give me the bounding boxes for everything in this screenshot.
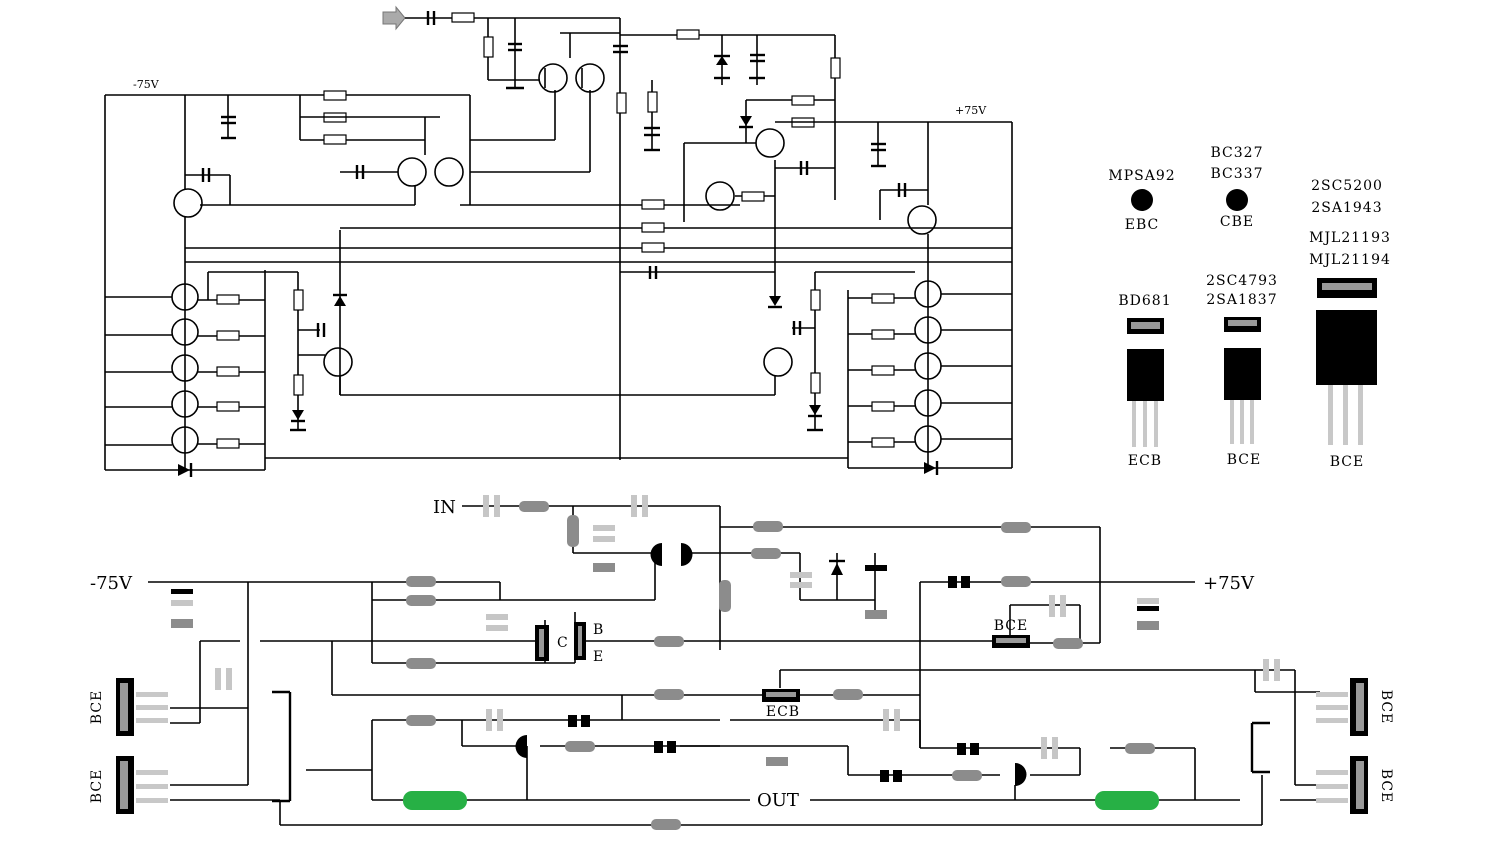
output-transistor-left-1 — [116, 678, 168, 736]
bd681-pins: ECB — [1128, 453, 1162, 469]
sc4793-name-2: 2SA1837 — [1206, 292, 1277, 308]
driver-c-label: C — [557, 635, 569, 651]
big-name-4: MJL21194 — [1309, 252, 1391, 268]
input-transistor-left-icon — [650, 543, 662, 566]
neg-rail-label: -75V — [133, 78, 160, 91]
driver-e-label: E — [593, 649, 604, 665]
bc-name-1: BC327 — [1211, 145, 1264, 161]
vas-transistor-icon — [762, 689, 800, 702]
big-name-3: MJL21193 — [1309, 230, 1391, 246]
driver-b-label: B — [593, 622, 604, 638]
vas-transistor-right-icon — [1015, 763, 1027, 786]
big-name-2: 2SA1943 — [1311, 200, 1382, 216]
vas-pins-label: ECB — [766, 704, 800, 720]
sc4793-pins: BCE — [1227, 452, 1261, 468]
output-transistor-right-1 — [1316, 678, 1368, 736]
to92-body-icon — [1226, 189, 1248, 211]
neg-supply-label: -75V — [90, 573, 133, 594]
sc4793-name-1: 2SC4793 — [1206, 273, 1278, 289]
driver2-pins-label: BCE — [994, 618, 1028, 634]
vas-transistor-left-icon — [515, 735, 527, 758]
big-name-1: 2SC5200 — [1311, 178, 1383, 194]
output-pins-left-1: BCE — [89, 690, 105, 724]
bd681-name: BD681 — [1118, 293, 1171, 309]
input-label: IN — [433, 497, 456, 518]
pinout-legend: MPSA92 EBC BC327 BC337 CBE 2SC5200 2SA19… — [1108, 145, 1391, 470]
pos-supply-label: +75V — [1203, 573, 1255, 594]
wiring-layout: IN -75V +75V OUT C B E BCE ECB BCE BCE B… — [89, 495, 1394, 830]
output-pins-left-2: BCE — [89, 769, 105, 803]
bc-pins: CBE — [1220, 214, 1254, 230]
mpsa92-pins: EBC — [1125, 217, 1159, 233]
right-output-bank — [847, 280, 1012, 475]
input-arrow-icon — [382, 5, 406, 31]
output-pins-right-2: BCE — [1378, 769, 1394, 803]
big-pins: BCE — [1330, 454, 1364, 470]
output-transistor-right-2 — [1316, 756, 1368, 814]
pos-rail-label: +75V — [955, 104, 987, 117]
emitter-resistor-left — [403, 791, 467, 810]
to220-package-icon — [1224, 317, 1261, 444]
emitter-resistor-right — [1095, 791, 1159, 810]
driver-transistor-right-icon — [992, 635, 1030, 648]
left-output-bank — [105, 270, 848, 477]
driver-transistor-left-icon — [535, 622, 586, 661]
circuit-schematic: -75V +75V — [104, 5, 1013, 477]
mpsa92-name: MPSA92 — [1108, 168, 1175, 184]
output-transistor-left-2 — [116, 756, 168, 814]
bc-name-2: BC337 — [1211, 166, 1264, 182]
output-label: OUT — [757, 790, 799, 811]
output-pins-right-1: BCE — [1378, 690, 1394, 724]
to92-body-icon — [1131, 189, 1153, 211]
to126-package-icon — [1127, 318, 1164, 447]
input-transistor-right-icon — [681, 543, 693, 566]
to264-package-icon — [1316, 278, 1377, 445]
